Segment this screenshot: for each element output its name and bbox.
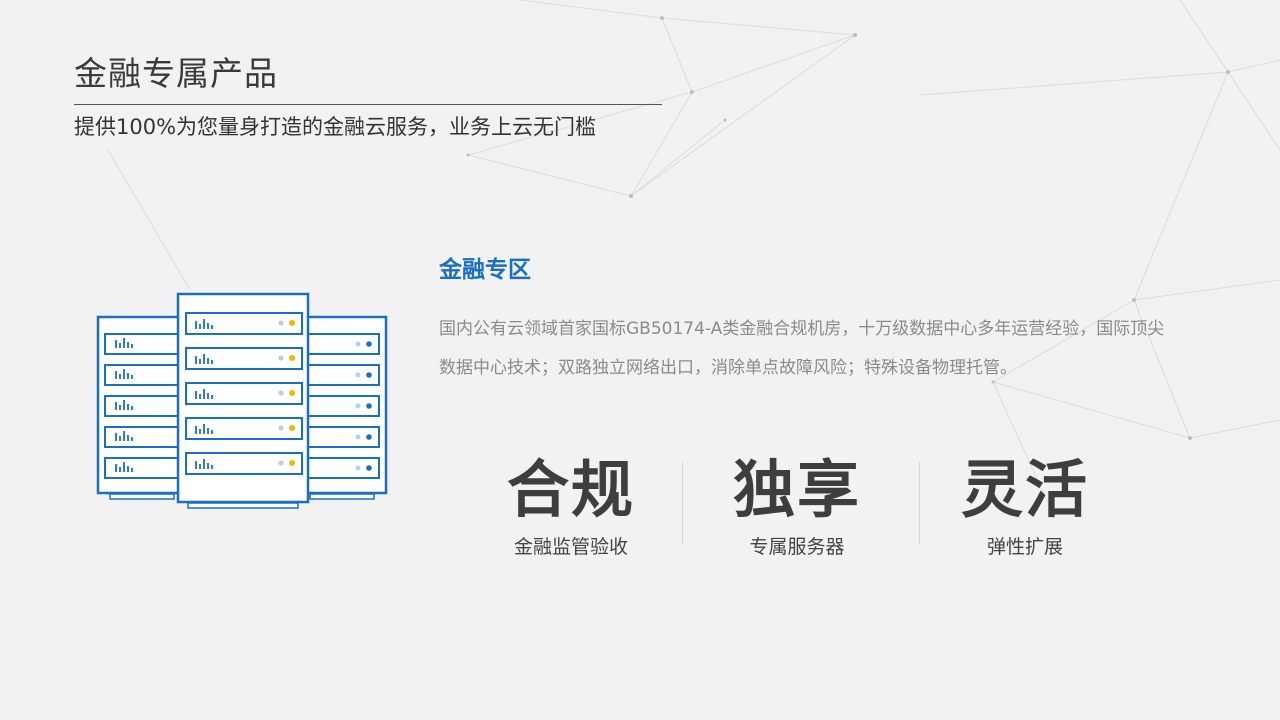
- feature-compliance: 合规 金融监管验收: [471, 448, 671, 562]
- section-description: 国内公有云领域首家国标GB50174-A类金融合规机房，十万级数据中心多年运营经…: [439, 319, 1165, 378]
- page-title: 金融专属产品: [74, 54, 278, 93]
- feature-desc: 专属服务器: [749, 536, 845, 558]
- server-rack-icon: [96, 292, 388, 509]
- title-divider: [74, 104, 662, 105]
- feature-desc: 弹性扩展: [986, 536, 1063, 558]
- feature-exclusive: 独享 专属服务器: [697, 448, 897, 562]
- feature-divider: [682, 462, 683, 544]
- feature-name: 独享: [732, 453, 861, 526]
- section-title: 金融专区: [439, 257, 531, 283]
- feature-divider: [919, 462, 920, 544]
- page-subtitle: 提供100%为您量身打造的金融云服务，业务上云无门槛: [74, 115, 597, 139]
- feature-name: 合规: [506, 453, 635, 526]
- feature-name: 灵活: [960, 453, 1089, 526]
- feature-flexible: 灵活 弹性扩展: [925, 448, 1125, 562]
- feature-desc: 金融监管验收: [513, 536, 628, 558]
